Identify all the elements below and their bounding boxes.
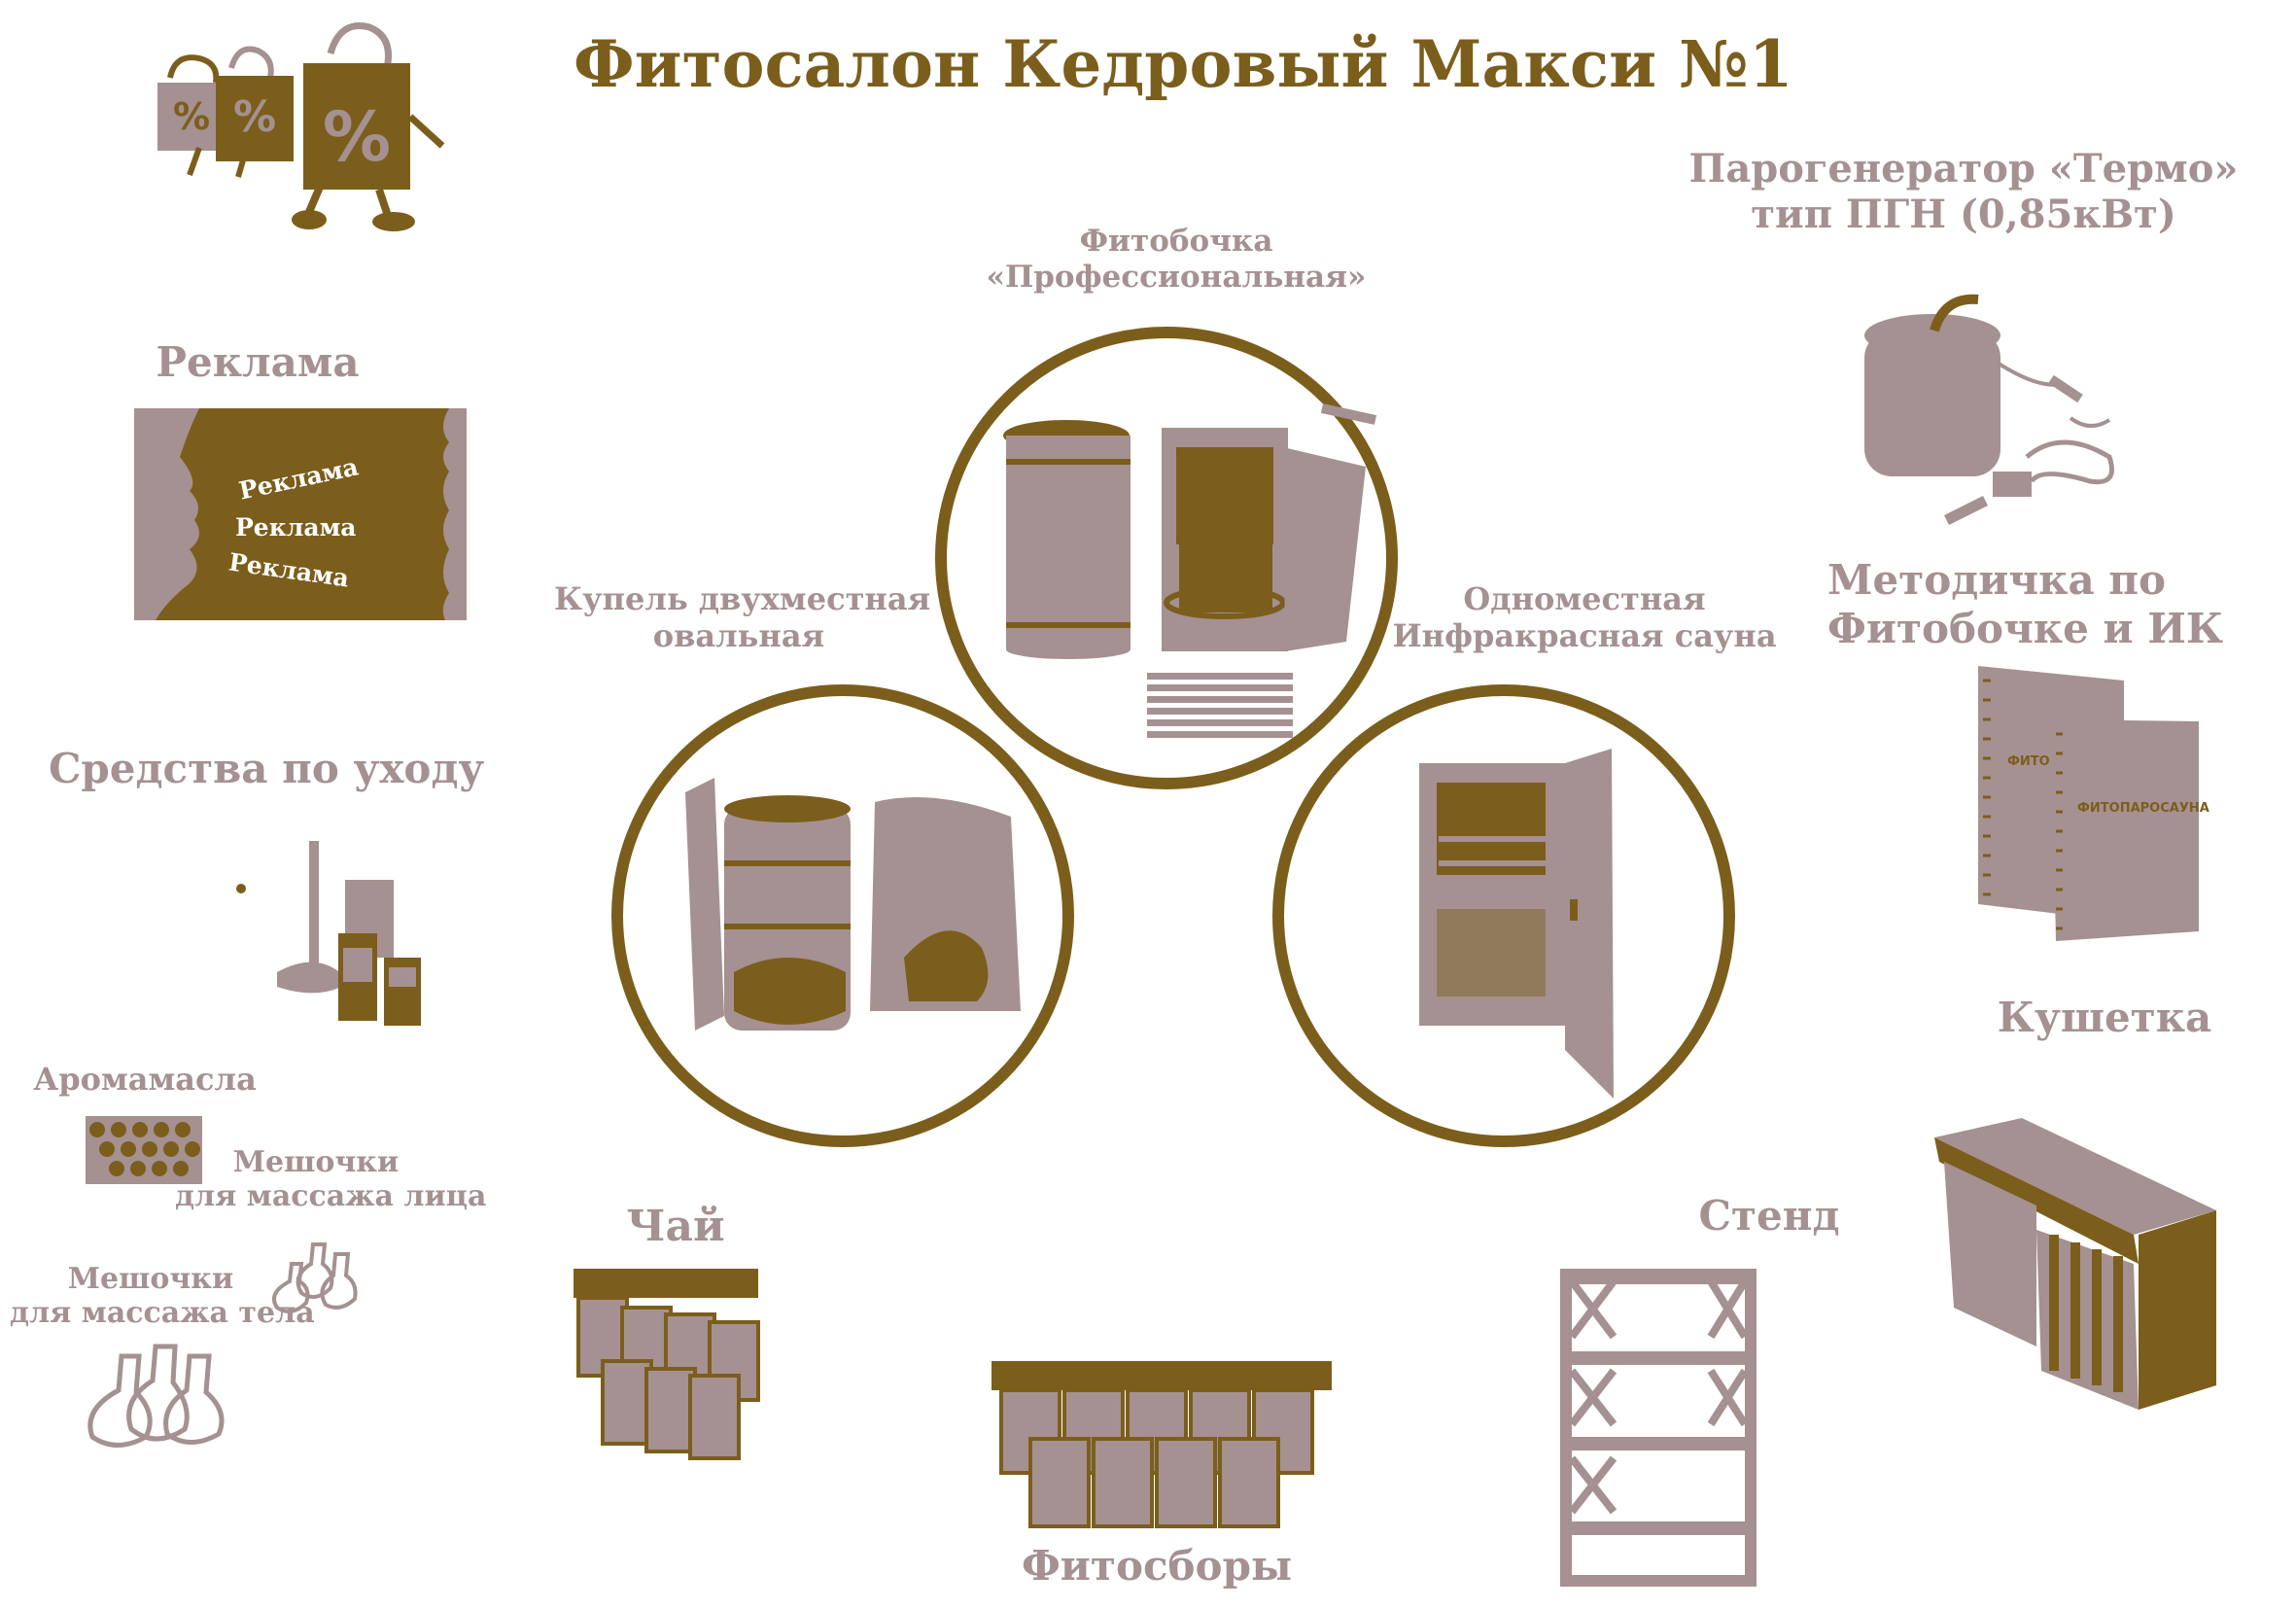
phytobarrel-label: Фитобочка «Профессиональная» xyxy=(986,224,1367,295)
herbal-sets-label: Фитосборы xyxy=(1021,1542,1293,1590)
body-bags-label: Мешочки для массажа тела xyxy=(10,1262,315,1331)
phytobarrel-circle xyxy=(935,327,1398,789)
page-title: Фитосалон Кедровый Макси №1 xyxy=(574,26,1793,102)
shopping-bags-percent-icon: % % % xyxy=(157,22,445,231)
shelf-stand-icon xyxy=(1560,1269,1757,1587)
book-title-2: ФИТОПАРОСАУНА xyxy=(2077,801,2209,816)
tub-circle xyxy=(611,684,1074,1147)
tea-packs-icon xyxy=(574,1269,760,1460)
svg-text:%: % xyxy=(323,97,391,177)
oils-icon xyxy=(86,1116,202,1184)
face-bags-label: Мешочки для массажа лица xyxy=(175,1145,487,1214)
steam-generator-label: Парогенератор «Термо» тип ПГН (0,85кВт) xyxy=(1688,146,2239,238)
couch-label: Кушетка xyxy=(1997,994,2212,1041)
font-tub-label: Купель двухместная овальная xyxy=(554,580,931,654)
care-products-label: Средства по уходу xyxy=(49,745,485,792)
book-title-1: ФИТО xyxy=(2007,754,2050,769)
cosmetics-icon xyxy=(236,841,421,1026)
sauna-circle xyxy=(1272,684,1735,1147)
banner-word-2: Реклама xyxy=(235,513,357,542)
sauna-cabin-icon xyxy=(1419,749,1614,1099)
herbal-packs-icon xyxy=(991,1361,1332,1528)
ir-sauna-label: Одноместная Инфракрасная сауна xyxy=(1392,580,1777,654)
barrel-icon xyxy=(1003,403,1377,738)
manual-label: Методичка по Фитобочке и ИК xyxy=(1827,556,2224,652)
svg-text:%: % xyxy=(173,95,210,138)
stand-label: Стенд xyxy=(1698,1192,1840,1240)
tub-icon xyxy=(685,778,1021,1031)
steam-generator-icon xyxy=(1864,294,2114,525)
aroma-oils-label: Аромамасла xyxy=(33,1061,257,1098)
advertising-label: Реклама xyxy=(156,338,360,386)
manual-book-icon xyxy=(1978,666,2199,941)
massage-bags-icon xyxy=(272,1242,358,1313)
tea-label: Чай xyxy=(626,1202,725,1251)
body-massage-bags-icon xyxy=(87,1344,225,1448)
couch-icon xyxy=(1934,1118,2216,1410)
advertising-banner xyxy=(134,408,467,620)
svg-text:%: % xyxy=(233,92,276,142)
